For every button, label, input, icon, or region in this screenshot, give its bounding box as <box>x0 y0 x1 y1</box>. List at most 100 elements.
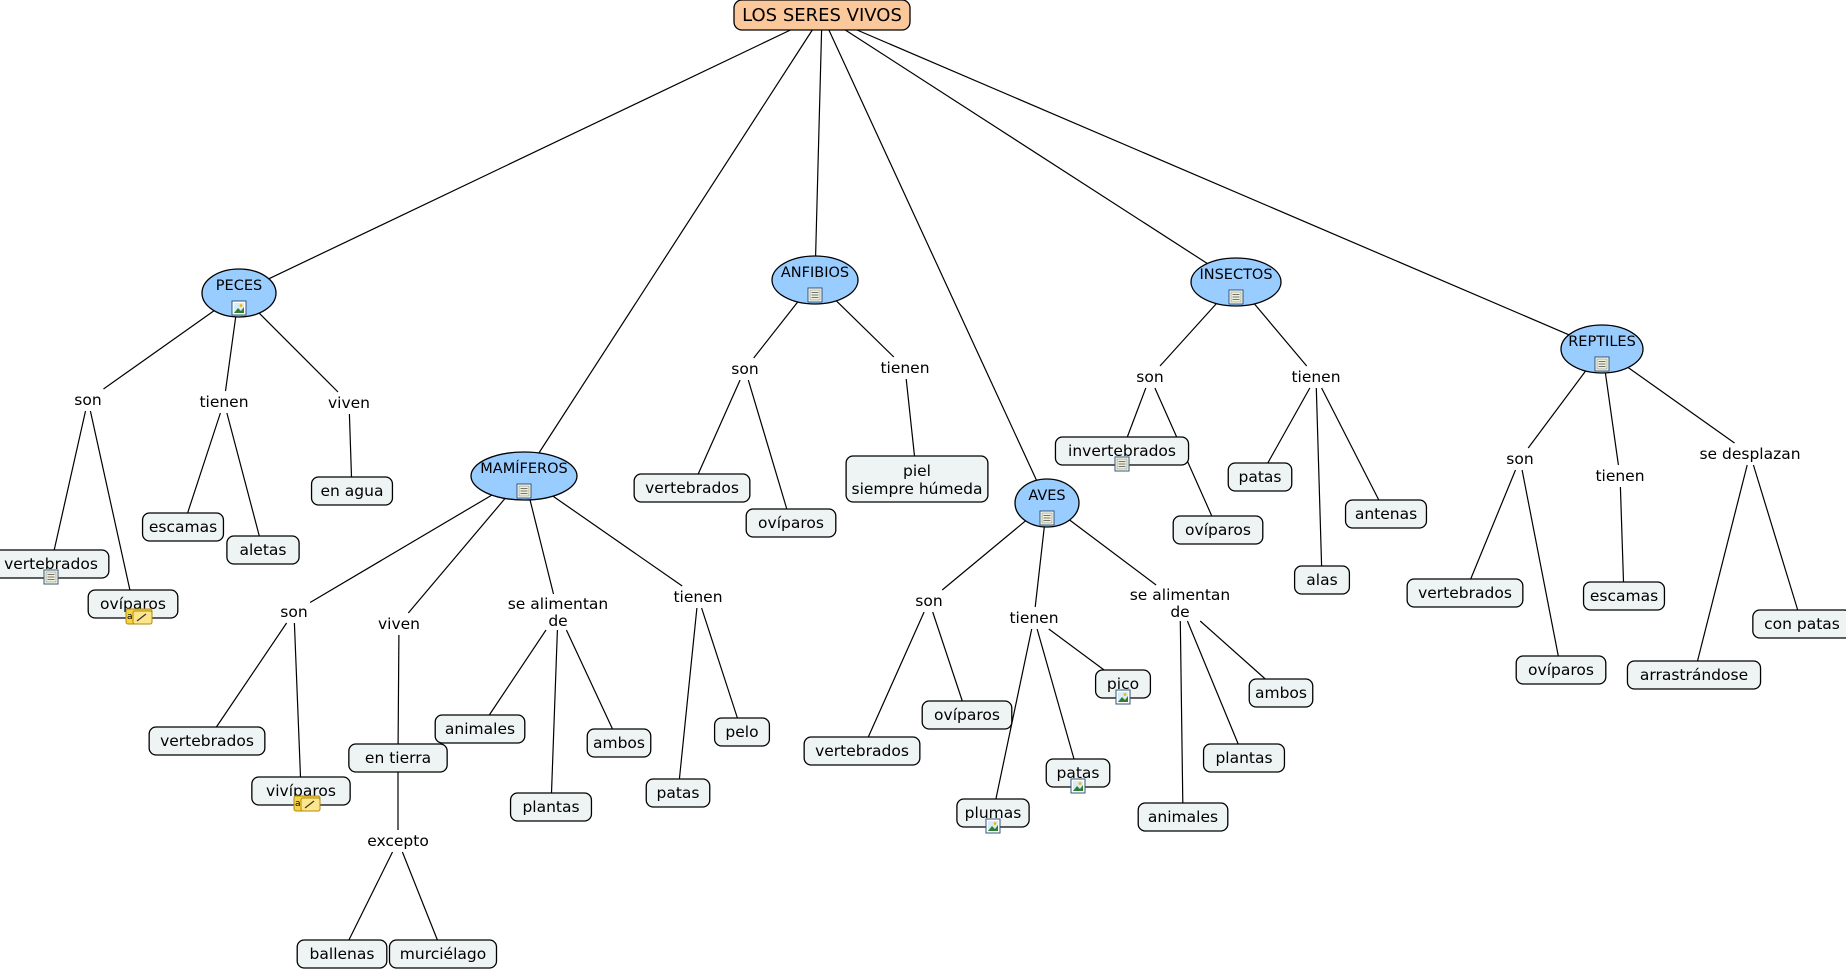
edge-peces-son-p-oviparos <box>89 410 131 591</box>
document-icon[interactable] <box>1114 456 1130 472</box>
category-node-anfibios[interactable]: ANFIBIOS <box>771 255 859 305</box>
leaf-label: escamas <box>1590 587 1658 605</box>
svg-text:se alimentan: se alimentan <box>1130 586 1231 604</box>
leaf-node-m-pelo[interactable]: pelo <box>713 717 771 747</box>
edge-mam-alimentan-m-ambos <box>565 629 614 730</box>
document-icon[interactable] <box>43 569 59 585</box>
edge-aves-alimentan-v-plantas <box>1186 620 1239 745</box>
leaf-label: vertebrados <box>4 555 98 573</box>
leaf-node-m-vertebrados[interactable]: vertebrados <box>148 726 266 756</box>
leaf-label: plumas <box>965 804 1022 822</box>
edge-aves-tienen-v-plumas <box>995 628 1033 800</box>
leaf-label: ambos <box>593 734 645 752</box>
leaf-node-m-animales[interactable]: animales <box>434 714 526 744</box>
leaf-node-v-plumas[interactable]: plumas <box>956 798 1030 834</box>
edge-peces-tienen-p-aletas <box>226 412 260 537</box>
svg-text:son: son <box>731 360 758 378</box>
svg-text:se desplazan: se desplazan <box>1699 445 1800 463</box>
note-icon[interactable]: a <box>125 608 153 625</box>
document-icon[interactable] <box>516 483 532 499</box>
leaf-node-v-ambos[interactable]: ambos <box>1248 678 1314 708</box>
edge-mamiferos-mam-son <box>309 494 493 604</box>
leaf-label: ambos <box>1255 684 1307 702</box>
leaf-node-i-alas[interactable]: alas <box>1293 565 1351 595</box>
edge-anf-son-a-oviparos <box>747 379 788 510</box>
link-peces-son: son <box>74 391 101 409</box>
edge-anf-tienen-a-piel <box>905 378 916 457</box>
leaf-node-m-tierra[interactable]: en tierra <box>348 743 448 773</box>
leaf-node-a-vertebrados[interactable]: vertebrados <box>633 473 751 503</box>
leaf-node-p-aletas[interactable]: aletas <box>226 535 300 565</box>
leaf-label: vertebrados <box>815 742 909 760</box>
leaf-node-a-oviparos[interactable]: ovíparos <box>745 508 837 538</box>
svg-text:son: son <box>1136 368 1163 386</box>
edge-rep-desplazan-r-conpatas <box>1752 464 1799 611</box>
svg-text:son: son <box>74 391 101 409</box>
edge-anf-son-a-vertebrados <box>697 379 741 475</box>
document-icon[interactable] <box>1228 289 1244 305</box>
leaf-node-r-escamas[interactable]: escamas <box>1582 581 1666 611</box>
leaf-node-m-plantas[interactable]: plantas <box>509 792 593 822</box>
edge-root-insectos <box>844 29 1208 265</box>
link-rep-son: son <box>1506 450 1533 468</box>
note-icon[interactable]: a <box>293 795 321 812</box>
leaf-node-i-patas[interactable]: patas <box>1227 462 1293 492</box>
leaf-node-p-vertebrados[interactable]: vertebrados <box>0 549 110 585</box>
edge-root-reptiles <box>856 29 1570 336</box>
category-node-peces[interactable]: PECES <box>201 268 277 318</box>
leaf-node-r-arrastrandose[interactable]: arrastrándose <box>1626 660 1762 690</box>
svg-text:son: son <box>1506 450 1533 468</box>
document-icon[interactable] <box>1594 356 1610 372</box>
svg-text:tienen: tienen <box>199 393 248 411</box>
leaf-label: ovíparos <box>1185 521 1251 539</box>
leaf-node-m-patas[interactable]: patas <box>645 778 711 808</box>
leaf-label: animales <box>445 720 515 738</box>
leaf-label: animales <box>1148 808 1218 826</box>
leaf-node-m-murcielago[interactable]: murciélago <box>388 939 498 969</box>
category-node-aves[interactable]: AVES <box>1014 478 1080 528</box>
link-mam-tienen: tienen <box>673 588 722 606</box>
leaf-node-p-escamas[interactable]: escamas <box>141 512 225 542</box>
category-label: PECES <box>216 278 262 294</box>
leaf-node-v-patas[interactable]: patas <box>1045 758 1111 794</box>
image-icon[interactable] <box>231 300 247 316</box>
edge-mam-viven-m-tierra <box>397 634 400 745</box>
edge-peces-peces-son <box>103 310 215 390</box>
leaf-node-m-ambos[interactable]: ambos <box>586 728 652 758</box>
category-label: ANFIBIOS <box>781 265 849 281</box>
svg-text:tienen: tienen <box>673 588 722 606</box>
edge-root-peces <box>268 29 791 280</box>
leaf-node-v-pico[interactable]: pico <box>1094 669 1152 705</box>
category-node-mamiferos[interactable]: MAMÍFEROS <box>470 451 578 501</box>
edge-ins-son-i-invertebrados <box>1126 387 1147 438</box>
image-icon[interactable] <box>1070 778 1086 794</box>
document-icon[interactable] <box>807 287 823 303</box>
root-node[interactable]: LOS SERES VIVOS <box>733 0 911 31</box>
leaf-node-v-oviparos[interactable]: ovíparos <box>921 700 1013 730</box>
leaf-node-r-vertebrados[interactable]: vertebrados <box>1406 578 1524 608</box>
leaf-node-m-ballenas[interactable]: ballenas <box>296 939 388 969</box>
leaf-node-r-oviparos[interactable]: ovíparos <box>1515 655 1607 685</box>
image-icon[interactable] <box>985 818 1001 834</box>
leaf-node-v-vertebrados[interactable]: vertebrados <box>803 736 921 766</box>
svg-text:excepto: excepto <box>367 832 429 850</box>
svg-text:viven: viven <box>328 394 370 412</box>
link-rep-tienen: tienen <box>1595 467 1644 485</box>
category-node-insectos[interactable]: INSECTOS <box>1190 257 1282 307</box>
leaf-node-v-plantas[interactable]: plantas <box>1202 743 1286 773</box>
leaf-node-p-agua[interactable]: en agua <box>310 476 394 506</box>
leaf-node-i-oviparos[interactable]: ovíparos <box>1172 515 1264 545</box>
leaf-node-i-antenas[interactable]: antenas <box>1344 499 1428 529</box>
leaf-label: aletas <box>240 541 287 559</box>
leaf-node-v-animales[interactable]: animales <box>1137 802 1229 832</box>
document-icon[interactable] <box>1039 510 1055 526</box>
leaf-node-r-conpatas[interactable]: con patas <box>1752 609 1846 639</box>
category-node-reptiles[interactable]: REPTILES <box>1560 324 1644 374</box>
leaf-node-i-invertebrados[interactable]: invertebrados <box>1054 436 1190 472</box>
image-icon[interactable] <box>1115 689 1131 705</box>
edge-anfibios-anf-son <box>753 301 799 359</box>
leaf-label: vertebrados <box>1418 584 1512 602</box>
